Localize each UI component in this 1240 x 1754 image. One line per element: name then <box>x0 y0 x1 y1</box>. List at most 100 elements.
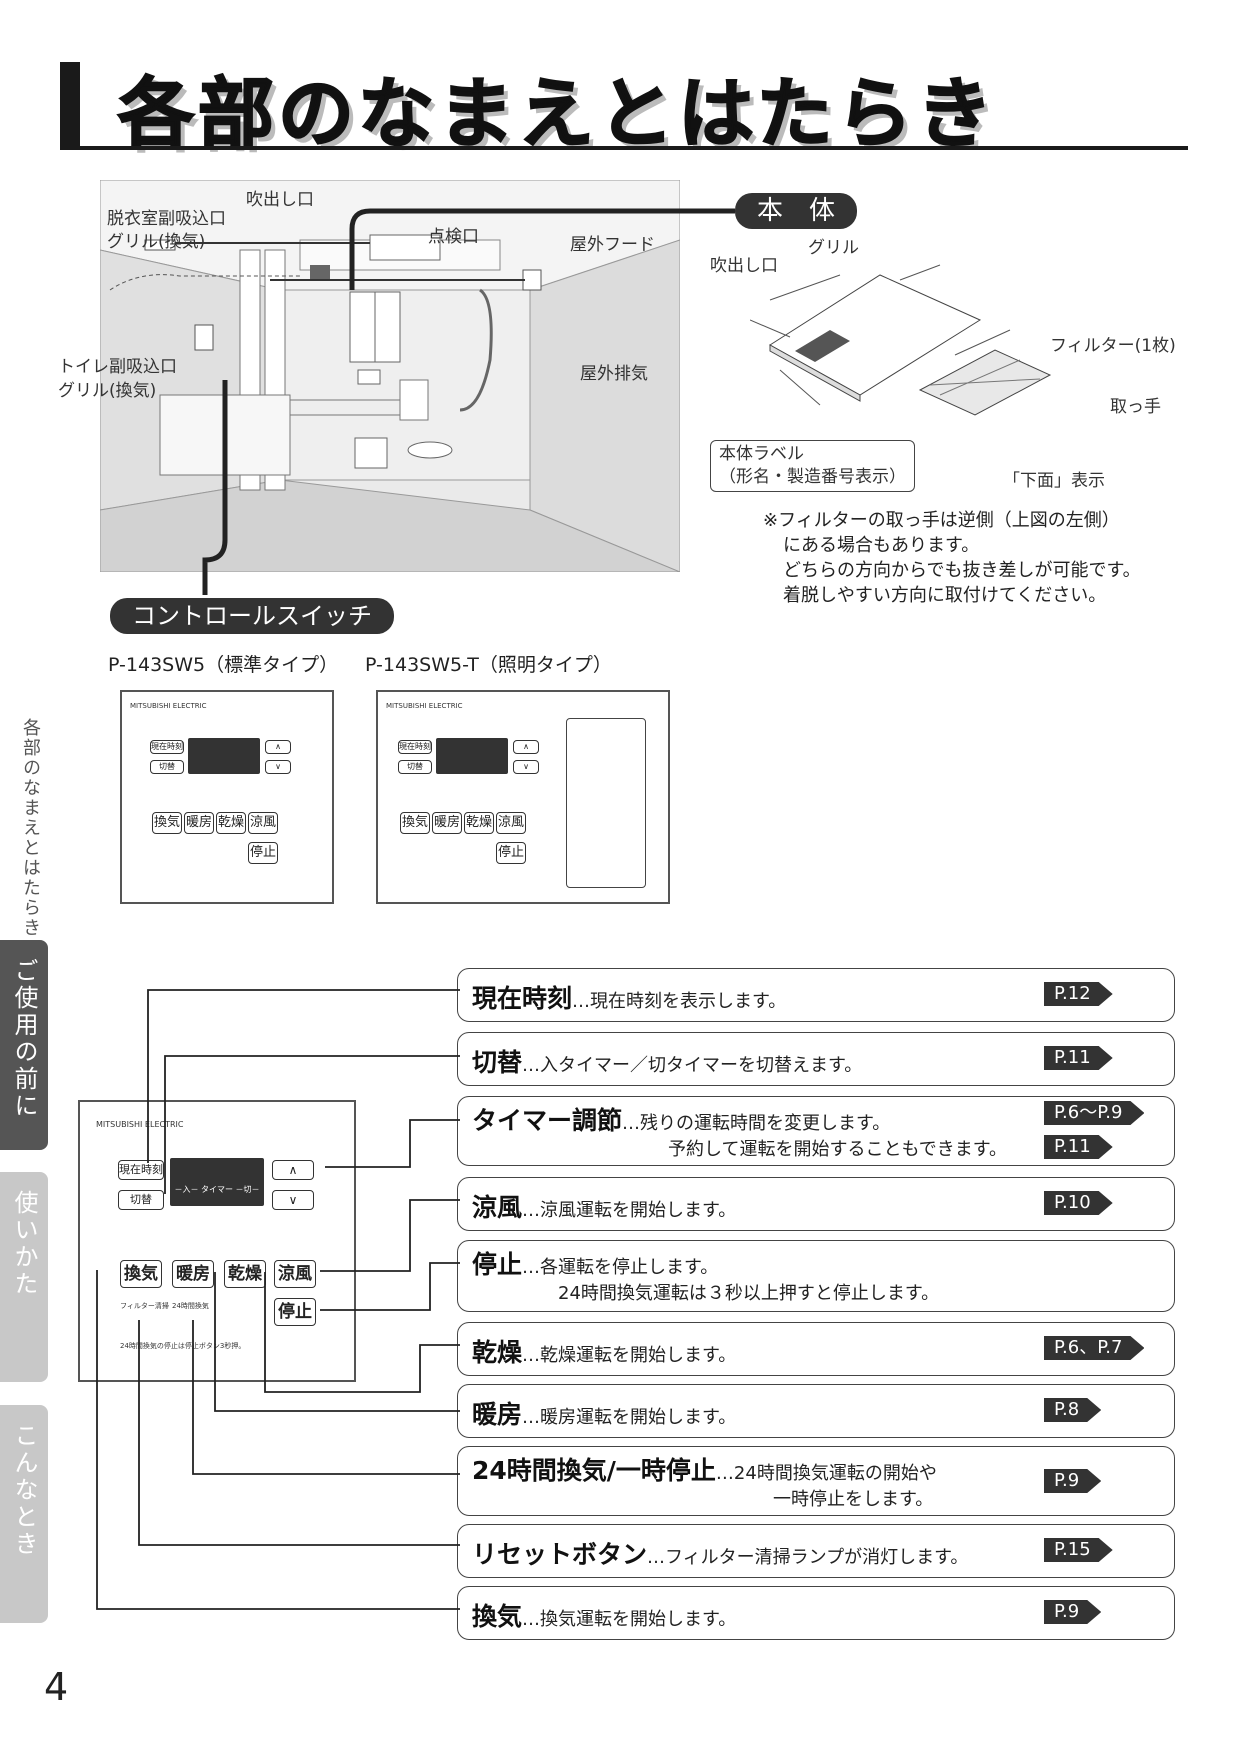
kanki-button[interactable]: 換気 <box>400 812 430 834</box>
stop-button[interactable]: 停止 <box>274 1298 316 1326</box>
h24-button[interactable]: 24時間換気 <box>172 1302 209 1310</box>
page-ref-badge[interactable]: P.10 <box>1044 1191 1113 1215</box>
remote-large: MITSUBISHI ELECTRIC 現在時刻 切替 －入－ タイマー －切－… <box>78 1100 356 1382</box>
function-name: リセットボタン <box>472 1540 648 1569</box>
tab-label: 使いかた <box>10 1190 38 1298</box>
function-name: タイマー調節 <box>472 1106 623 1135</box>
up-button[interactable]: ∧ <box>513 740 539 754</box>
filter-note-line: ※フィルターの取っ手は逆側（上図の左側） <box>763 510 1120 531</box>
page-ref-badge[interactable]: P.9 <box>1044 1600 1101 1624</box>
brand-logo: MITSUBISHI ELECTRIC <box>130 702 207 710</box>
page-ref-badge[interactable]: P.11 <box>1044 1135 1113 1159</box>
stop-button[interactable]: 停止 <box>496 842 526 864</box>
toilet-inlet-label: トイレ副吸込口 <box>58 357 177 377</box>
model-standard-label: P-143SW5（標準タイプ） <box>108 654 339 676</box>
function-desc: …暖房運転を開始します。 <box>522 1407 737 1428</box>
kansou-button[interactable]: 乾燥 <box>464 812 494 834</box>
function-name: 停止 <box>472 1250 523 1279</box>
clock-button[interactable]: 現在時刻 <box>118 1160 164 1180</box>
down-button[interactable]: ∨ <box>513 760 539 774</box>
function-line: 停止…各運転を停止します。 <box>472 1245 718 1281</box>
page-ref-badge[interactable]: P.11 <box>1044 1046 1113 1070</box>
clock-button[interactable]: 現在時刻 <box>398 740 432 754</box>
function-name: 暖房 <box>472 1400 523 1429</box>
page-ref-badge[interactable]: P.6、P.7 <box>1044 1336 1144 1360</box>
function-line: 換気…換気運転を開始します。 <box>472 1597 736 1633</box>
clock-button[interactable]: 現在時刻 <box>150 740 184 754</box>
timer-display: －入－ タイマー －切－ <box>170 1158 264 1206</box>
handle-label: 取っ手 <box>1110 397 1161 417</box>
function-desc: …フィルター清掃ランプが消灯します。 <box>647 1547 969 1568</box>
function-line: タイマー調節…残りの運転時間を変更します。 <box>472 1101 890 1137</box>
body-unit-drawing <box>750 264 1052 416</box>
grill-label: グリル <box>808 238 859 258</box>
tab-before-use[interactable]: ご使用の前に <box>0 940 48 1150</box>
filter-note-line: どちらの方向からでも抜き差しが可能です。 <box>783 560 1141 581</box>
switch-button[interactable]: 切替 <box>398 760 432 774</box>
function-box: 暖房…暖房運転を開始します。 P.8 <box>457 1384 1175 1438</box>
timer-display <box>436 738 508 774</box>
function-desc: …乾燥運転を開始します。 <box>522 1345 737 1366</box>
up-button[interactable]: ∧ <box>272 1160 314 1180</box>
function-desc: …現在時刻を表示します。 <box>572 991 787 1012</box>
function-line: 切替…入タイマー／切タイマーを切替えます。 <box>472 1043 862 1079</box>
kanki-button[interactable]: 換気 <box>152 812 182 834</box>
function-desc: …24時間換気運転の開始や <box>715 1463 937 1484</box>
function-box: 換気…換気運転を開始します。 P.9 <box>457 1586 1175 1640</box>
up-button[interactable]: ∧ <box>265 740 291 754</box>
function-name: 24時間換気/一時停止 <box>472 1456 716 1485</box>
remote-footnote: 24時間換気の停止は停止ボタン3秒押。 <box>120 1342 246 1350</box>
function-box: リセットボタン…フィルター清掃ランプが消灯します。 P.15 <box>457 1524 1175 1578</box>
bathroom-drawing <box>100 180 680 572</box>
down-button[interactable]: ∨ <box>265 760 291 774</box>
outdoor-hood-label: 屋外フード <box>570 235 655 255</box>
switch-button[interactable]: 切替 <box>118 1190 164 1210</box>
function-box: 乾燥…乾燥運転を開始します。P.6、P.7 <box>457 1322 1175 1376</box>
brand-logo: MITSUBISHI ELECTRIC <box>96 1120 184 1129</box>
danbou-button[interactable]: 暖房 <box>172 1260 214 1288</box>
function-line: 暖房…暖房運転を開始します。 <box>472 1395 736 1431</box>
function-desc: …入タイマー／切タイマーを切替えます。 <box>522 1055 863 1076</box>
page-ref-badge[interactable]: P.8 <box>1044 1398 1101 1422</box>
ryoufu-button[interactable]: 涼風 <box>248 812 278 834</box>
page-ref-badge[interactable]: P.6〜P.9 <box>1044 1101 1144 1125</box>
underside-mark-label: 「下面」表示 <box>1003 471 1105 491</box>
tab-usage[interactable]: 使いかた <box>0 1172 48 1382</box>
function-name: 換気 <box>472 1602 523 1631</box>
page-ref-badge[interactable]: P.9 <box>1044 1469 1101 1493</box>
room-outlet-label: 吹出し口 <box>246 190 314 210</box>
function-box: 停止…各運転を停止します。24時間換気運転は３秒以上押すと停止します。 <box>457 1240 1175 1312</box>
function-desc: …涼風運転を開始します。 <box>522 1200 737 1221</box>
ryoufu-button[interactable]: 涼風 <box>496 812 526 834</box>
body-unit-pill: 本 体 <box>735 193 858 229</box>
danbou-button[interactable]: 暖房 <box>432 812 462 834</box>
kansou-button[interactable]: 乾燥 <box>224 1260 266 1288</box>
stop-button[interactable]: 停止 <box>248 842 278 864</box>
function-box: 24時間換気/一時停止…24時間換気運転の開始や一時停止をします。 P.9 <box>457 1446 1175 1516</box>
toilet-grill-label: グリル(換気) <box>58 381 157 401</box>
page-ref-badge[interactable]: P.15 <box>1044 1538 1113 1562</box>
function-desc: …残りの運転時間を変更します。 <box>622 1113 891 1134</box>
switch-button[interactable]: 切替 <box>150 760 184 774</box>
remote-lighting-thumbnail: MITSUBISHI ELECTRIC 現在時刻 切替 ∧ ∨ 換気 暖房 乾燥… <box>376 690 670 904</box>
ryoufu-button[interactable]: 涼風 <box>274 1260 316 1288</box>
function-desc-2: 一時停止をします。 <box>773 1489 934 1510</box>
datsui-grill-label: グリル(換気) <box>107 232 206 252</box>
title-rule <box>60 146 1188 150</box>
body-label-line1: 本体ラベル <box>719 444 804 464</box>
light-switch-panel[interactable] <box>566 718 646 888</box>
function-box: 切替…入タイマー／切タイマーを切替えます。 P.11 <box>457 1032 1175 1086</box>
filter-reset-button[interactable]: フィルター清掃 <box>120 1302 169 1310</box>
kansou-button[interactable]: 乾燥 <box>216 812 246 834</box>
body-outlet-label: 吹出し口 <box>710 256 778 276</box>
page-number: 4 <box>44 1665 69 1709</box>
control-switch-pill: コントロールスイッチ <box>110 598 394 634</box>
page-ref-badge[interactable]: P.12 <box>1044 982 1113 1006</box>
danbou-button[interactable]: 暖房 <box>184 812 214 834</box>
tab-troubleshooting[interactable]: こんなとき <box>0 1405 48 1623</box>
down-button[interactable]: ∨ <box>272 1190 314 1210</box>
kanki-button[interactable]: 換気 <box>120 1260 162 1288</box>
bathroom-illustration <box>100 180 680 572</box>
filter-note: ※フィルターの取っ手は逆側（上図の左側） にある場合もあります。 どちらの方向か… <box>763 508 1141 608</box>
